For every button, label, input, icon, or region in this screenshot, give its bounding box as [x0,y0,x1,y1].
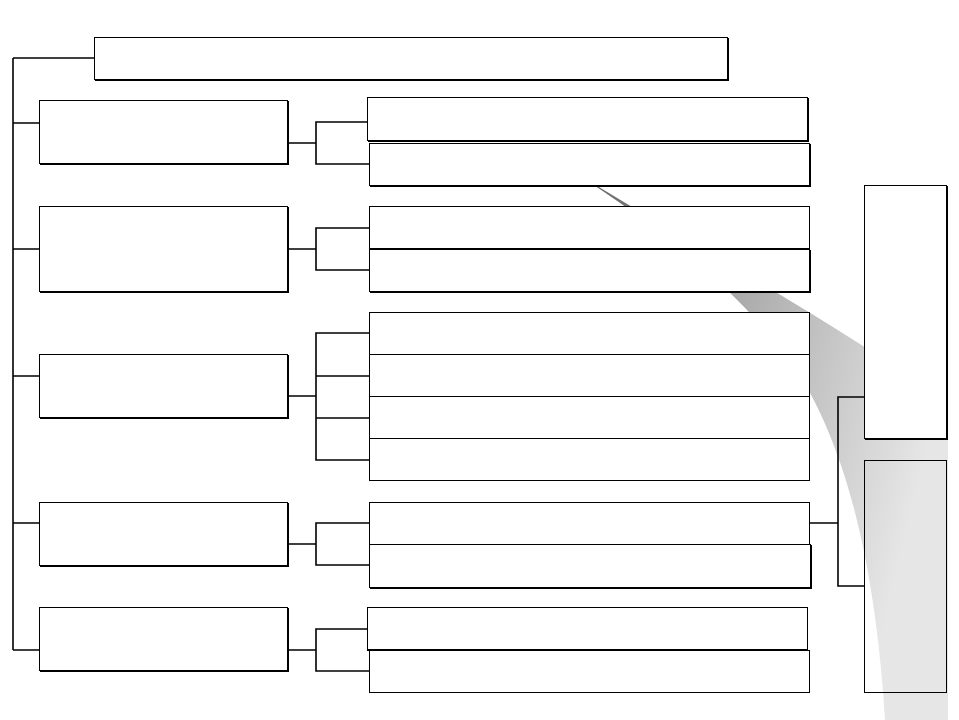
item-box [369,206,810,250]
cat4-bracket [315,522,370,566]
cat5-bracket [315,628,370,672]
category-box-4 [39,502,288,566]
item-box [369,354,810,398]
side-panel-top [864,185,947,439]
item-box [369,544,811,588]
category-box-5 [39,607,288,671]
callout-wedge [568,168,948,720]
category-box-2 [39,206,288,292]
item-box [369,143,810,186]
item-box [367,607,808,651]
root-box [94,37,728,80]
category-box-3 [39,354,288,418]
cat3-bracket [315,332,370,461]
item-box [369,650,810,693]
item-box [369,438,810,481]
item-box [367,97,808,141]
cat1-bracket [315,121,370,165]
right-bracket [837,396,865,587]
category-box-1 [39,100,288,164]
item-box [369,396,810,440]
cat2-bracket [315,227,370,271]
item-box [369,249,810,292]
item-box [369,502,810,545]
item-box [369,312,810,356]
side-panel-bottom [864,460,947,693]
